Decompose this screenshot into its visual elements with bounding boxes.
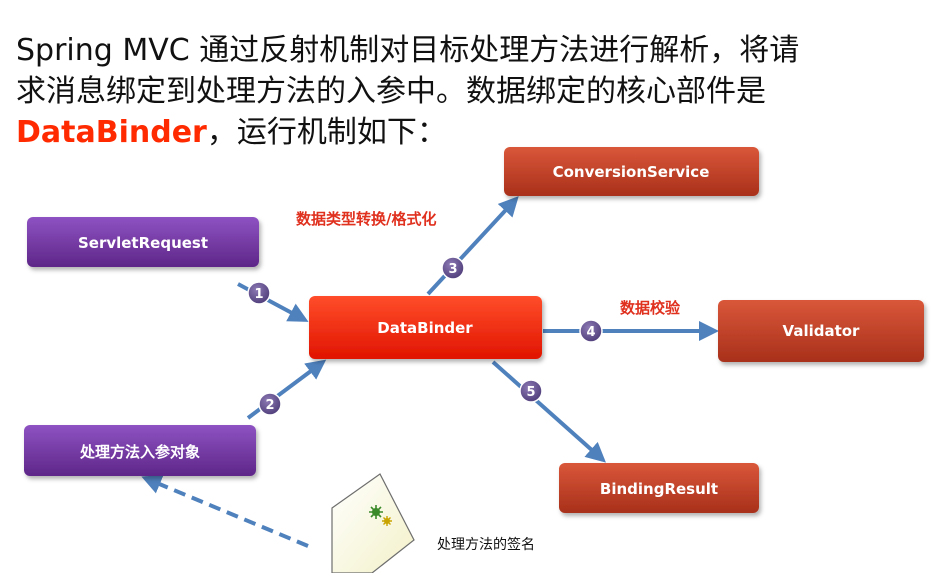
arrow-signature-to-args: [141, 474, 309, 548]
gear-icon-small: [382, 516, 392, 526]
node-method-args: 处理方法入参对象: [24, 425, 256, 476]
node-validator-label: Validator: [783, 322, 861, 340]
step-1: 1: [247, 281, 271, 305]
heading-line-1: Spring MVC 通过反射机制对目标处理方法进行解析，将请: [16, 33, 800, 68]
node-conversion-service: ConversionService: [504, 147, 759, 196]
step-3: 3: [441, 256, 465, 280]
node-method-args-label: 处理方法入参对象: [79, 443, 200, 461]
step-2: 2: [258, 392, 282, 416]
svg-text:3: 3: [448, 262, 457, 277]
heading: Spring MVC 通过反射机制对目标处理方法进行解析，将请 求消息绑定到处理…: [16, 30, 916, 153]
svg-text:5: 5: [526, 385, 535, 400]
node-binding-result: BindingResult: [559, 463, 759, 513]
gear-icon: [369, 505, 383, 519]
arrow-args-to-binder: [246, 359, 327, 420]
step-4: 4: [579, 319, 603, 343]
step-5: 5: [519, 379, 543, 403]
node-data-binder: DataBinder: [309, 296, 542, 359]
annotation-conversion: 数据类型转换/格式化: [296, 210, 436, 228]
document-icon: [331, 473, 415, 573]
signature-caption: 处理方法的签名: [437, 536, 535, 553]
node-binding-result-label: BindingResult: [600, 480, 718, 498]
heading-line-2: 求消息绑定到处理方法的入参中。数据绑定的核心部件是: [16, 74, 766, 109]
node-servlet-request: ServletRequest: [27, 217, 259, 267]
arrow-binder-to-conversion: [426, 196, 519, 296]
heading-line-3-rest: ，运行机制如下：: [206, 115, 447, 150]
node-conversion-service-label: ConversionService: [553, 163, 710, 181]
svg-text:4: 4: [586, 325, 595, 340]
node-validator: Validator: [718, 300, 924, 362]
svg-text:2: 2: [265, 398, 274, 413]
annotation-validation: 数据校验: [620, 299, 681, 317]
svg-text:1: 1: [254, 287, 263, 302]
node-servlet-request-label: ServletRequest: [78, 234, 208, 252]
heading-highlight: DataBinder: [16, 115, 207, 150]
heading-line-3: DataBinder，运行机制如下：: [16, 112, 916, 153]
node-data-binder-label: DataBinder: [377, 319, 473, 337]
arrow-binder-to-bindingresult: [491, 360, 606, 463]
